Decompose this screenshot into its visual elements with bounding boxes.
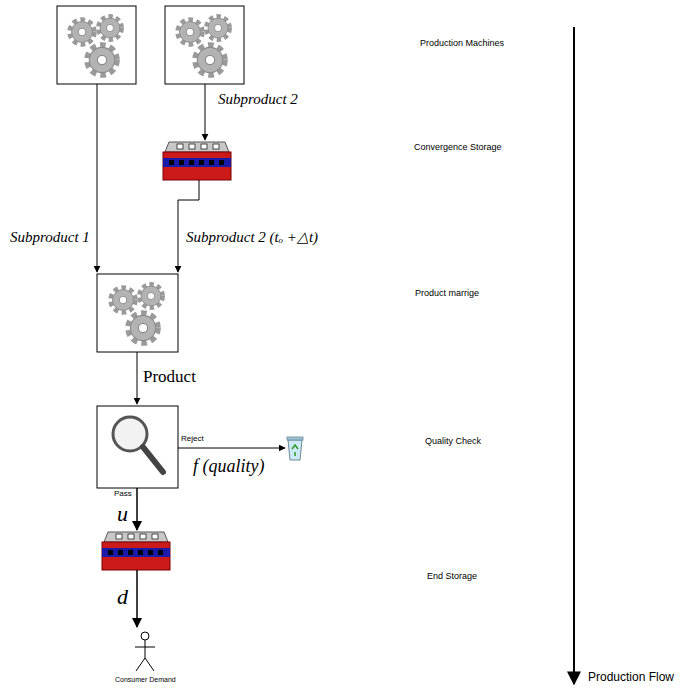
- flow-label: Subproduct 1: [10, 229, 90, 246]
- variable-label: u: [117, 501, 128, 526]
- flow-label: Product: [143, 367, 196, 387]
- flow-label: Subproduct 2 (tₒ +△t): [186, 229, 318, 246]
- stage-label: Convergence Storage: [414, 142, 502, 152]
- branch-label: Pass: [114, 489, 132, 498]
- axis-label: Production Flow: [588, 671, 674, 685]
- stage-label: Production Machines: [420, 38, 504, 48]
- branch-label: Reject: [181, 434, 204, 443]
- stage-label: Product marrige: [415, 288, 479, 298]
- flow-label: Subproduct 2: [218, 91, 298, 108]
- function-label: f (quality): [193, 456, 264, 477]
- variable-label: d: [117, 584, 128, 609]
- stage-label: Quality Check: [425, 436, 481, 446]
- actor-label: Consumer Demand: [115, 676, 176, 684]
- stage-label: End Storage: [427, 571, 477, 581]
